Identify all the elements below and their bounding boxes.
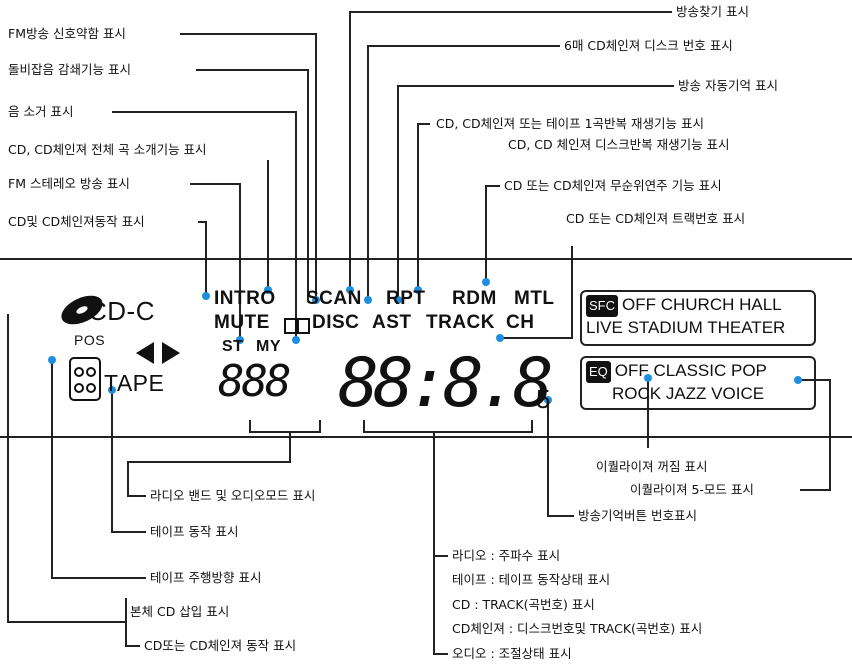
label-eq-off: 이퀄라이져 꺼짐 표시 [596, 459, 708, 474]
lcd-display-panel: CD-C POS TAPE INTRO SCAN RPT RDM MTL MUT… [0, 258, 852, 438]
label-random: CD 또는 CD체인져 무순위연주 기능 표시 [504, 178, 722, 193]
label-disc-number: 6매 CD체인져 디스크 번호 표시 [564, 38, 733, 53]
label-preset-number: 방송기억버튼 번호표시 [578, 508, 697, 523]
label-fm-weak: FM방송 신호약함 표시 [8, 26, 126, 41]
tape-direction-arrows [136, 342, 180, 364]
dolby-nr-icon [284, 318, 310, 334]
ch-indicator: CH [506, 312, 535, 333]
sfc-line-1: OFF CHURCH HALL [622, 295, 782, 314]
label-cd-inserted: 본체 CD 삽입 표시 [130, 604, 230, 619]
label-radio-band: 라디오 밴드 및 오디오모드 표시 [150, 488, 316, 503]
label-tape-direction: 테이프 주행방향 표시 [150, 570, 262, 585]
sfc-line-2: LIVE STADIUM THEATER [586, 318, 786, 337]
label-track-number: CD 또는 CD체인져 트랙번호 표시 [566, 211, 746, 226]
label-auto-store: 방송 자동기억 표시 [678, 78, 778, 93]
label-repeat-disc: CD, CD 체인져 디스크반복 재생기능 표시 [508, 137, 730, 152]
label-repeat-track: CD, CD체인져 또는 테이프 1곡반복 재생기능 표시 [436, 116, 704, 131]
frequency-digits: 88:8.8 [338, 344, 554, 423]
mute-indicator: MUTE [214, 312, 270, 333]
tape-indicator: TAPE [104, 370, 165, 396]
eq-line-2: ROCK JAZZ VOICE [612, 384, 765, 403]
label-tape-operation: 테이프 동작 표시 [150, 524, 239, 539]
label-mute: 음 소거 표시 [8, 104, 74, 119]
stereo-indicator: ST [222, 338, 244, 355]
ast-indicator: AST [372, 312, 412, 333]
band-mode-digits: 888 [218, 356, 292, 407]
label-bottom-cd: CD : TRACK(곡번호) 표시 [452, 597, 595, 612]
mtl-indicator: MTL [514, 288, 555, 309]
preset-number: 5 [536, 384, 551, 414]
label-cd-operation: CD또는 CD체인져 동작 표시 [144, 638, 297, 653]
label-noise-reduction: 돌비잡음 감쇄기능 표시 [8, 62, 131, 77]
label-cd-changer: CD및 CD체인져동작 표시 [8, 214, 145, 229]
label-bottom-audio: 오디오 : 조절상태 표시 [452, 646, 572, 661]
label-fm-stereo: FM 스테레오 방송 표시 [8, 176, 130, 191]
rdm-indicator: RDM [452, 288, 497, 309]
pos-indicator: POS [74, 332, 106, 348]
track-indicator: TRACK [426, 312, 495, 333]
label-bottom-changer: CD체인져 : 디스크번호및 TRACK(곡번호) 표시 [452, 621, 703, 636]
label-intro: CD, CD체인져 전체 곡 소개기능 표시 [8, 142, 207, 157]
label-bottom-tape: 테이프 : 테이프 동작상태 표시 [452, 572, 611, 587]
label-eq-5mode: 이퀄라이져 5-모드 표시 [630, 482, 754, 497]
eq-tag: EQ [586, 361, 611, 383]
sfc-tag: SFC [586, 295, 618, 317]
intro-indicator: INTRO [214, 288, 276, 309]
eq-line-1: OFF CLASSIC POP [614, 361, 767, 380]
label-scan-search: 방송찾기 표시 [676, 4, 749, 19]
tape-cassette-icon [69, 357, 101, 401]
label-bottom-radio: 라디오 : 주파수 표시 [452, 548, 561, 563]
rpt-indicator: RPT [386, 288, 426, 309]
scan-indicator: SCAN [306, 288, 362, 309]
cd-disc-icon [61, 295, 103, 325]
disc-indicator: DISC [312, 312, 360, 333]
weak-signal-indicator: MY [256, 338, 281, 355]
